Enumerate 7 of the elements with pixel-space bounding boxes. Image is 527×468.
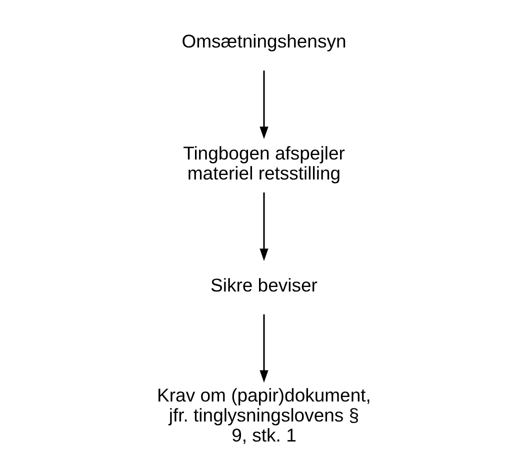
arrow — [259, 192, 268, 261]
arrow — [259, 314, 268, 383]
node-text: Omsætningshensyn — [181, 30, 346, 52]
node-text: Krav om (papir)dokument, jfr. tinglysningslovens § 9, stk. 1 — [156, 384, 370, 446]
arrow — [259, 70, 268, 140]
node-text: Sikre beviser — [210, 274, 317, 296]
node-text: Tingbogen afspejler materiel retsstilling — [182, 142, 344, 184]
